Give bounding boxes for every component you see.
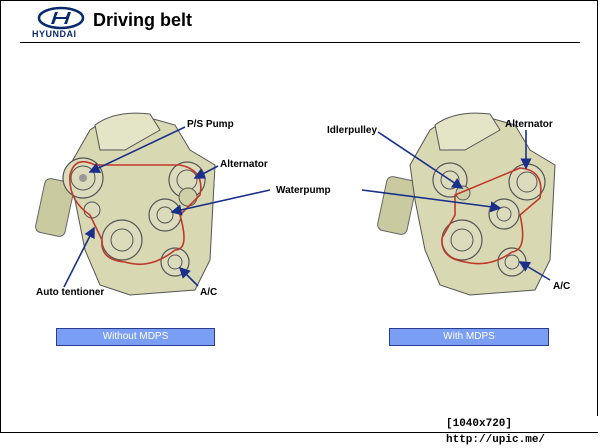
watermark-text: [1040x720] http://upic.me/ <box>443 416 600 446</box>
label-ac-left: A/C <box>200 287 217 298</box>
pointer-lines <box>63 126 551 288</box>
hyundai-logo <box>37 6 85 30</box>
page-title: Driving belt <box>93 10 193 30</box>
slide-header: HYUNDAI Driving belt <box>0 0 600 42</box>
slide-frame <box>0 0 598 433</box>
label-idlerpulley: Idlerpulley <box>327 125 377 136</box>
label-waterpump: Waterpump <box>276 185 331 196</box>
label-ac-right: A/C <box>553 281 570 292</box>
brand-wordmark: HYUNDAI <box>32 29 77 39</box>
caption-with-mdps: With MDPS <box>389 328 549 346</box>
label-alternator-right: Alternator <box>505 119 553 130</box>
belt-diagram: P/S Pump Alternator Waterpump Auto tenti… <box>35 112 570 298</box>
header-divider <box>20 42 580 43</box>
caption-without-mdps: Without MDPS <box>56 328 215 346</box>
label-ps-pump: P/S Pump <box>187 119 234 130</box>
label-auto-tentioner: Auto tentioner <box>36 287 104 298</box>
label-alternator-left: Alternator <box>220 159 268 170</box>
left-engine-illustration <box>35 112 216 296</box>
